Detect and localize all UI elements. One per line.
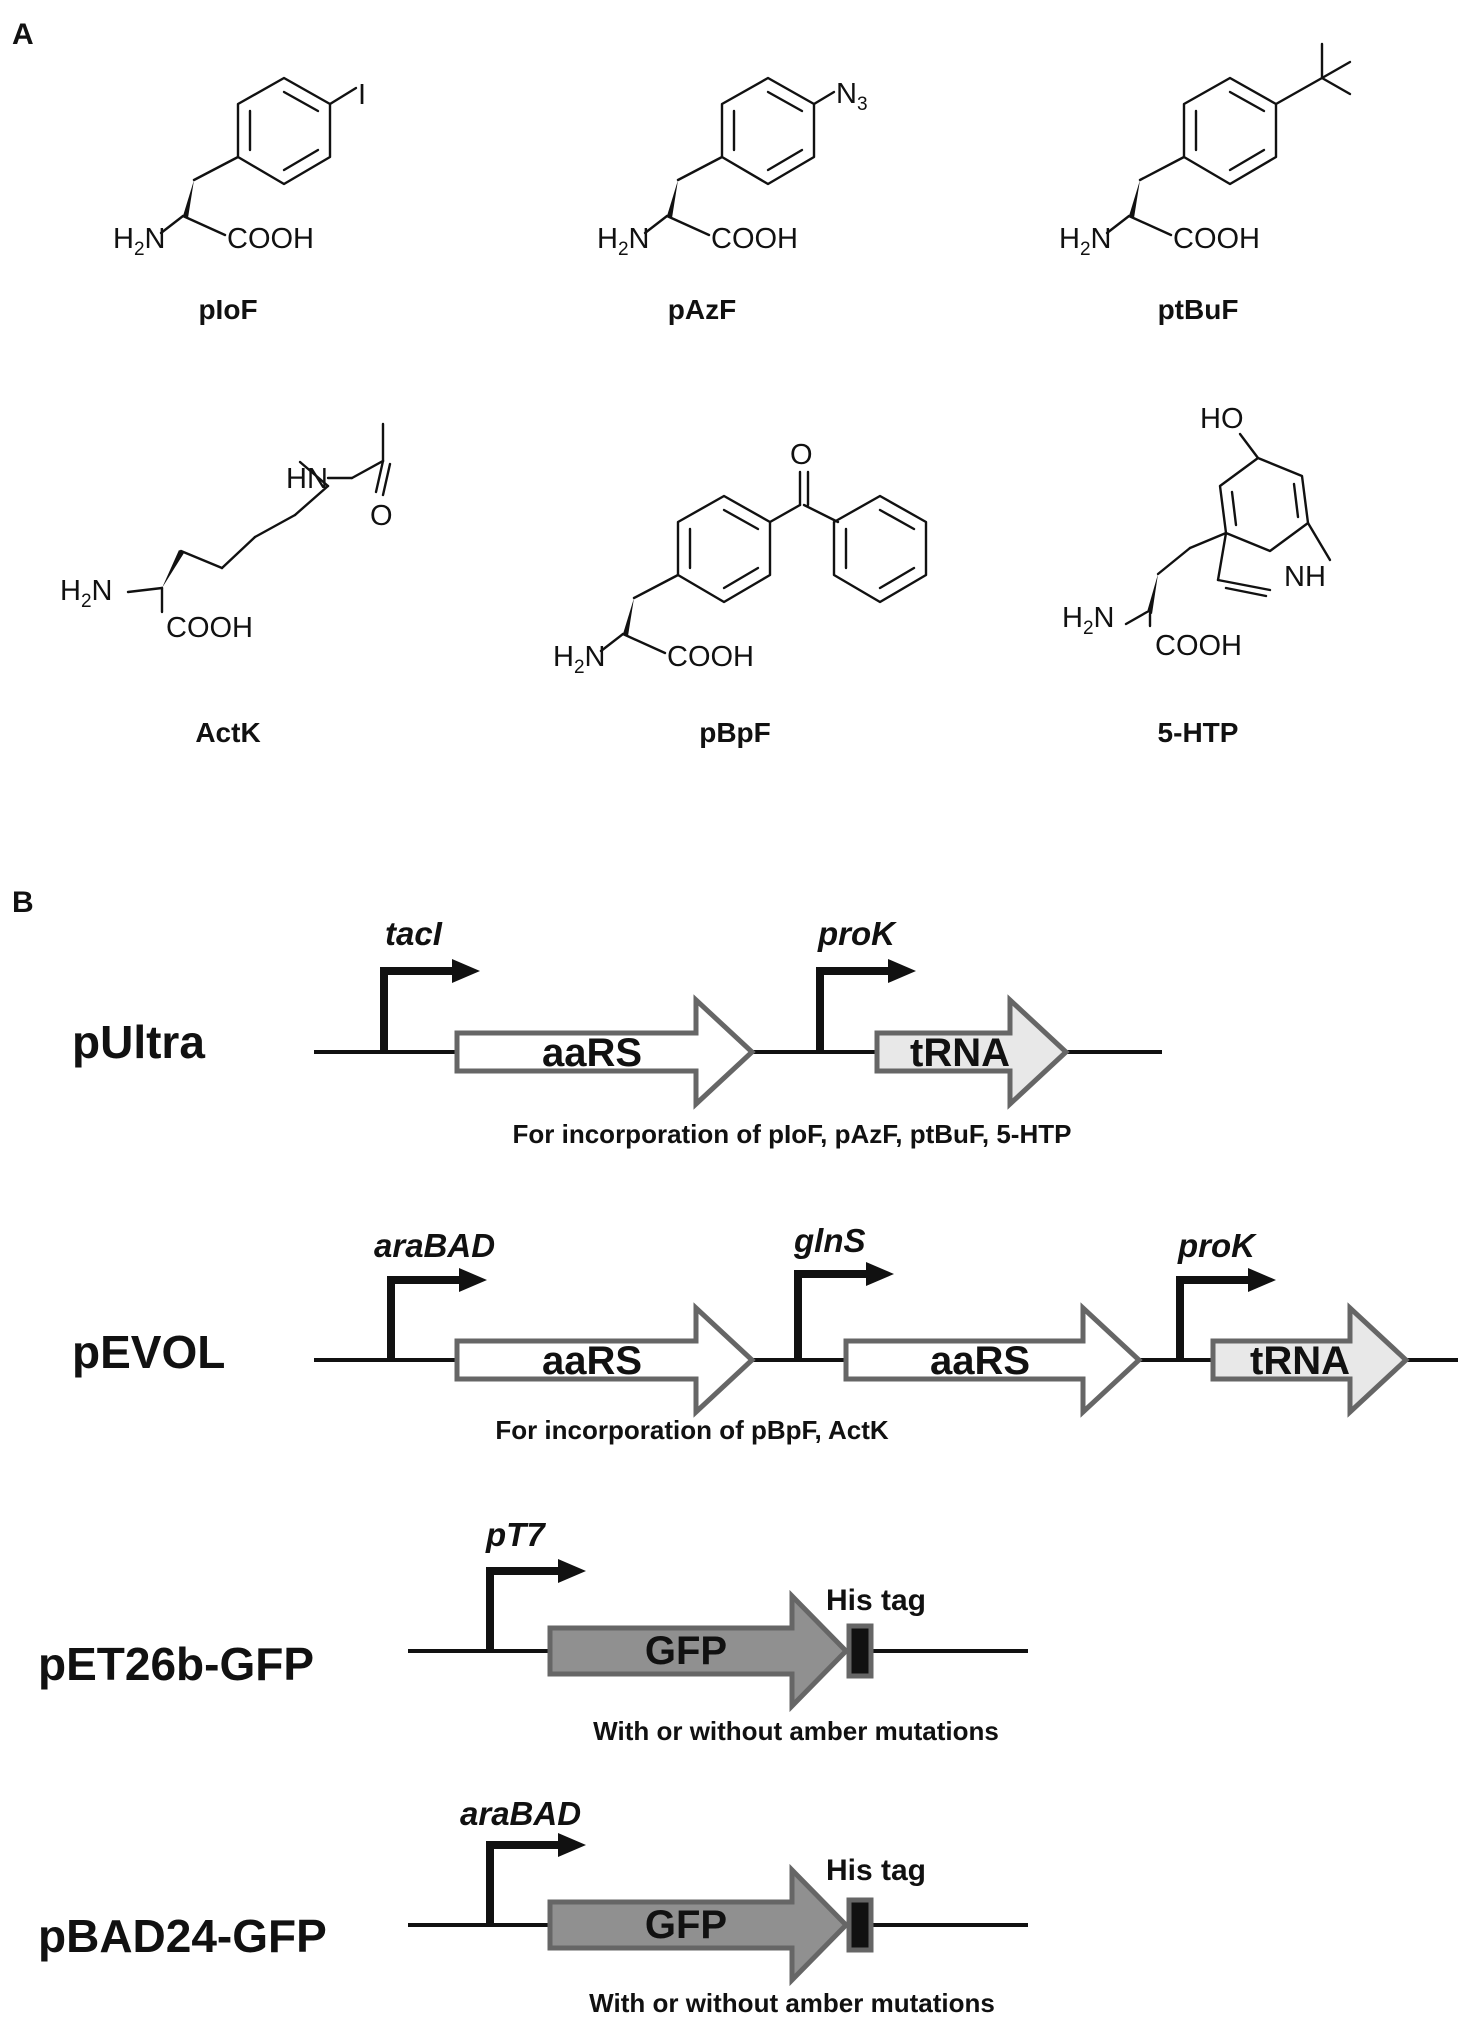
construct-pEVOL: pEVOL araBAD aaRS glnS aaRS proK tRNA Fo…	[72, 1222, 1458, 1445]
his-tag-label: His tag	[826, 1584, 926, 1617]
gene-label: aaRS	[542, 1339, 642, 1383]
promoter-label: glnS	[793, 1222, 866, 1259]
amine-label: H2N	[1062, 602, 1114, 639]
compound-name: ptBuF	[1158, 294, 1239, 325]
his-tag-label: His tag	[826, 1854, 926, 1887]
acid-label: COOH	[667, 641, 754, 673]
benzene-ring	[236, 76, 332, 186]
compound-name: pBpF	[699, 717, 771, 748]
ketone-oxygen: O	[790, 439, 813, 471]
promoter-label: tacI	[385, 915, 443, 952]
plasmid-name: pUltra	[72, 1016, 205, 1068]
promoter-arrow	[486, 1841, 566, 1925]
construct-caption: With or without amber mutations	[589, 1988, 995, 2017]
compound-name: ActK	[195, 717, 260, 748]
construct-pUltra: pUltra tacI aaRS proK tRNA For incorpora…	[72, 915, 1162, 1149]
iodo-substituent: I	[358, 79, 366, 111]
gene-label: GFP	[645, 1903, 727, 1947]
promoter-arrow	[387, 1276, 467, 1360]
compound-name: pAzF	[668, 294, 736, 325]
construct-pBAD24-GFP: pBAD24-GFP araBAD GFP His tag With or wi…	[38, 1795, 1028, 2017]
amine-label: H2N	[553, 641, 605, 678]
compound-pAzF: N3 H2N COOH pAzF	[597, 76, 868, 325]
compound-ptBuF: H2N COOH ptBuF	[1059, 42, 1352, 325]
plasmid-name: pEVOL	[72, 1326, 225, 1378]
amine-label: H2N	[1059, 223, 1111, 260]
promoter-arrow	[794, 1270, 874, 1360]
amine-label: H2N	[60, 575, 112, 612]
his-tag-box	[846, 1897, 874, 1953]
panel-b-label: B	[12, 886, 34, 919]
compound-pIoF: I H2N COOH pIoF	[113, 76, 366, 325]
promoter-arrow	[380, 967, 460, 1052]
benzene-ring	[1182, 76, 1278, 186]
promoter-arrow	[816, 967, 896, 1052]
promoter-label: araBAD	[374, 1227, 495, 1264]
promoter-arrow	[486, 1567, 566, 1651]
acid-label: COOH	[227, 223, 314, 255]
compound-ActK: HN O H2N COOH ActK	[60, 422, 393, 748]
benzene-ring	[720, 76, 816, 186]
gene-label: tRNA	[1250, 1339, 1350, 1383]
promoter-label: pT7	[485, 1516, 546, 1553]
gene-aaRS	[454, 994, 756, 1110]
gene-GFP	[547, 1863, 850, 1987]
indole-nh-label: NH	[1284, 561, 1326, 593]
amide-nh-label: HN	[286, 463, 328, 495]
gene-label: tRNA	[910, 1031, 1010, 1075]
acid-label: COOH	[166, 612, 253, 644]
gene-GFP	[547, 1589, 850, 1713]
construct-pET26b-GFP: pET26b-GFP pT7 GFP His tag With or witho…	[38, 1516, 1028, 1746]
amine-label: H2N	[597, 223, 649, 260]
construct-caption: With or without amber mutations	[593, 1716, 999, 1746]
gene-label: aaRS	[542, 1031, 642, 1075]
acid-label: COOH	[1173, 223, 1260, 255]
gene-aaRS	[843, 1302, 1143, 1418]
panel-a-label: A	[12, 18, 34, 51]
tert-butyl-group	[1274, 76, 1324, 106]
benzene-ring	[676, 494, 772, 604]
hydroxyl-label: HO	[1200, 403, 1244, 435]
compound-name: 5-HTP	[1158, 717, 1239, 748]
gene-tRNA	[874, 994, 1070, 1110]
gene-label: GFP	[645, 1629, 727, 1673]
promoter-label: proK	[1177, 1227, 1257, 1264]
plasmid-name: pET26b-GFP	[38, 1638, 314, 1690]
acid-label: COOH	[711, 223, 798, 255]
indole-benzene-ring	[1218, 456, 1310, 553]
phenyl-ring	[832, 494, 928, 604]
carbonyl-oxygen: O	[370, 500, 393, 532]
promoter-label: proK	[817, 915, 897, 952]
compound-pBpF: O H2N COOH pBpF	[553, 439, 928, 748]
promoter-arrow	[1176, 1276, 1256, 1360]
gene-tRNA	[1210, 1302, 1410, 1418]
gene-label: aaRS	[930, 1339, 1030, 1383]
compound-name: pIoF	[198, 294, 257, 325]
construct-caption: For incorporation of pIoF, pAzF, ptBuF, …	[513, 1119, 1072, 1149]
his-tag-box	[846, 1623, 874, 1679]
azido-substituent: N3	[836, 78, 868, 115]
construct-caption: For incorporation of pBpF, ActK	[495, 1415, 889, 1445]
promoter-label: araBAD	[460, 1795, 581, 1832]
acid-label: COOH	[1155, 630, 1242, 662]
plasmid-name: pBAD24-GFP	[38, 1910, 327, 1962]
compound-5-HTP: HO NH H2N COOH 5-HTP	[1062, 403, 1332, 748]
amine-label: H2N	[113, 223, 165, 260]
gene-aaRS	[454, 1302, 756, 1418]
